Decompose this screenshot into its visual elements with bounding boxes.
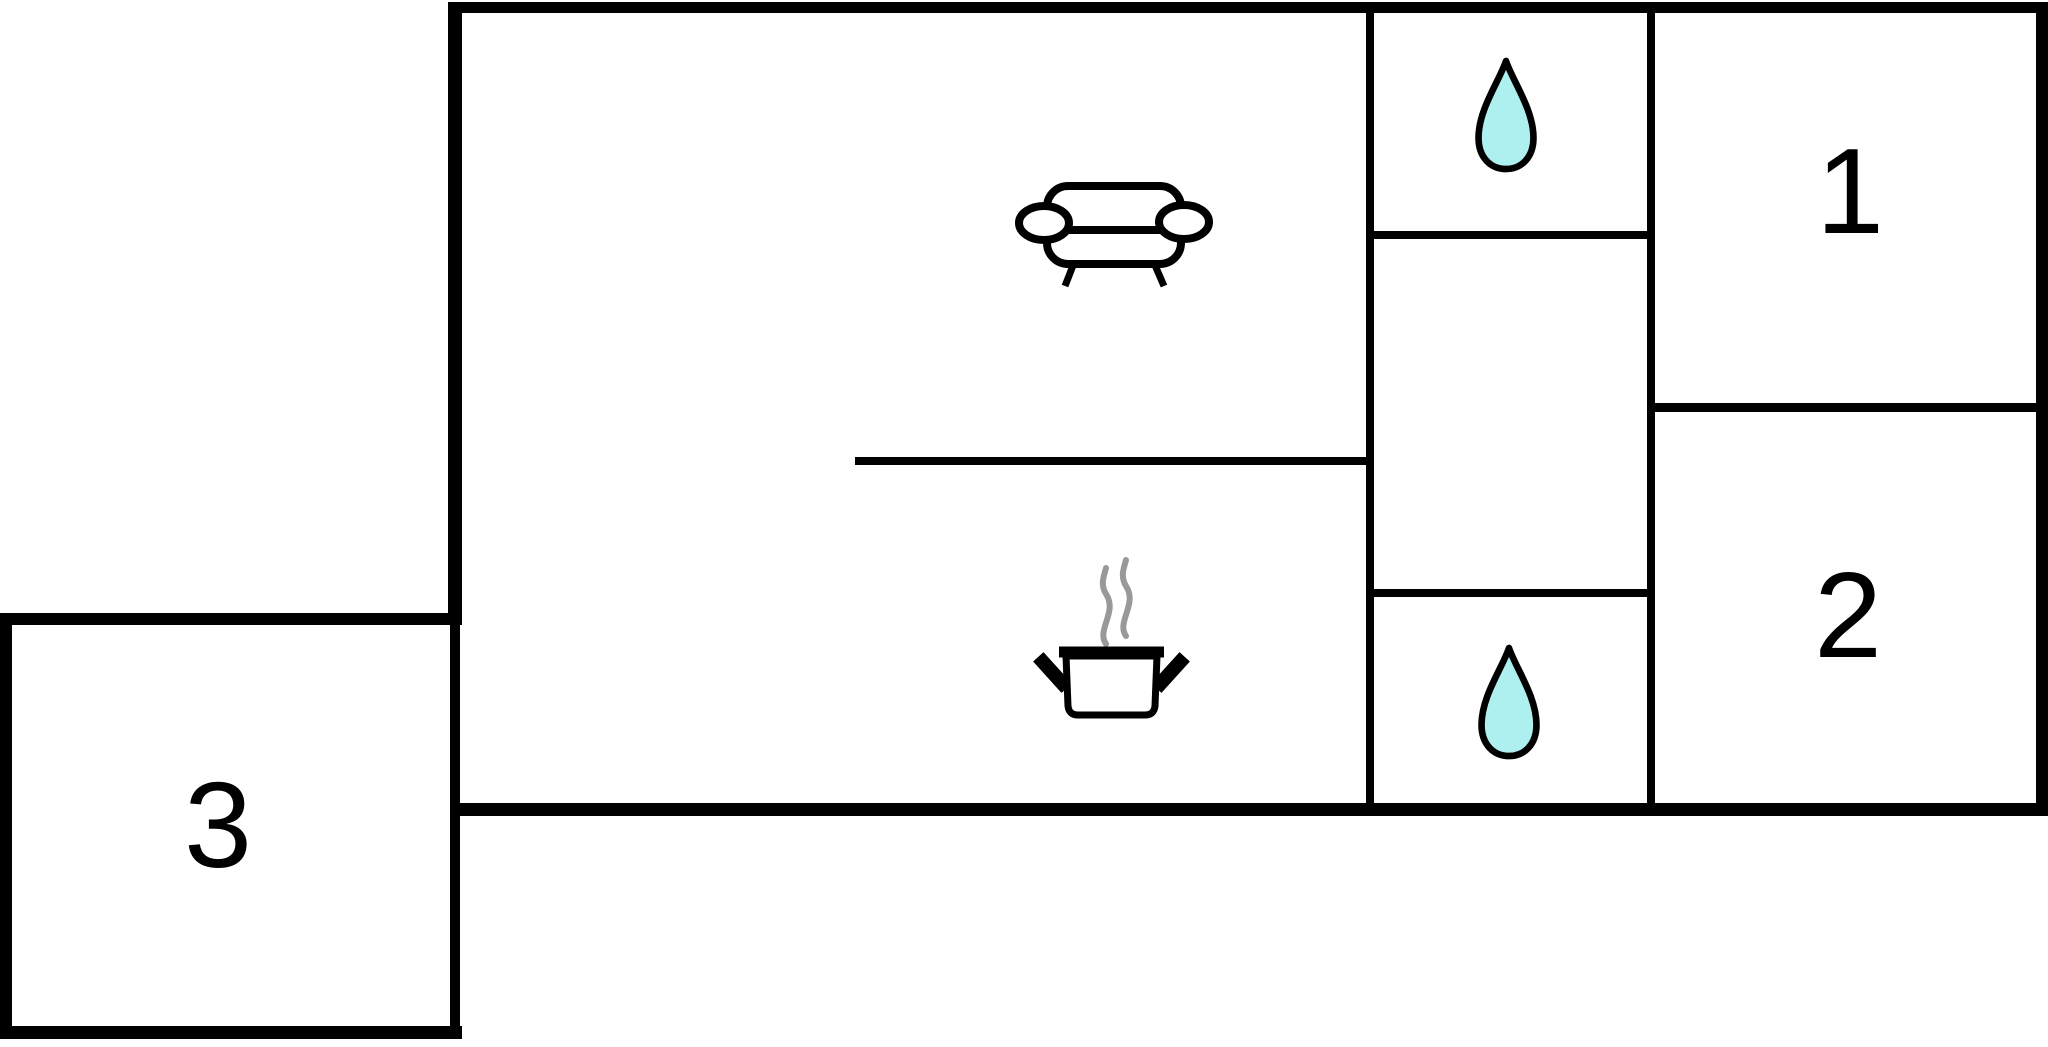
room-3-label: 3: [184, 757, 252, 894]
steam-line: [1099, 565, 1113, 647]
steam-line: [1119, 557, 1133, 639]
water-drop-shape: [1475, 57, 1537, 173]
wall-main-left: [448, 2, 462, 625]
room-living-area: [462, 13, 1366, 457]
wall-bathroom-bottom-divider: [1374, 589, 1647, 597]
room-hallway: [1374, 239, 1647, 589]
wall-main-right: [2036, 2, 2048, 816]
water-drop-shape: [1478, 644, 1540, 760]
wall-bathroom-top-divider: [1374, 231, 1647, 239]
wall-living-kitchen-divider: [855, 457, 1366, 465]
room-2-label: 2: [1814, 547, 1882, 684]
cooking-pot-icon: [1033, 557, 1190, 719]
wall-room1-room2-divider: [1655, 403, 2036, 412]
wall-main-bottom: [450, 803, 2048, 816]
water-drop-icon: [1475, 57, 1537, 173]
wall-corridor-right: [1647, 11, 1655, 805]
sofa-icon: [1015, 182, 1213, 288]
wall-corridor-left: [1366, 11, 1374, 805]
water-drop-icon: [1478, 644, 1540, 760]
wall-room3-right: [450, 625, 460, 1026]
wall-main-top: [448, 2, 2048, 13]
room-1-label: 1: [1816, 123, 1884, 260]
wall-room3-top: [0, 613, 462, 625]
room-kitchen: [462, 465, 1366, 803]
wall-room3-left: [0, 613, 12, 1039]
wall-room3-bottom: [0, 1026, 462, 1039]
